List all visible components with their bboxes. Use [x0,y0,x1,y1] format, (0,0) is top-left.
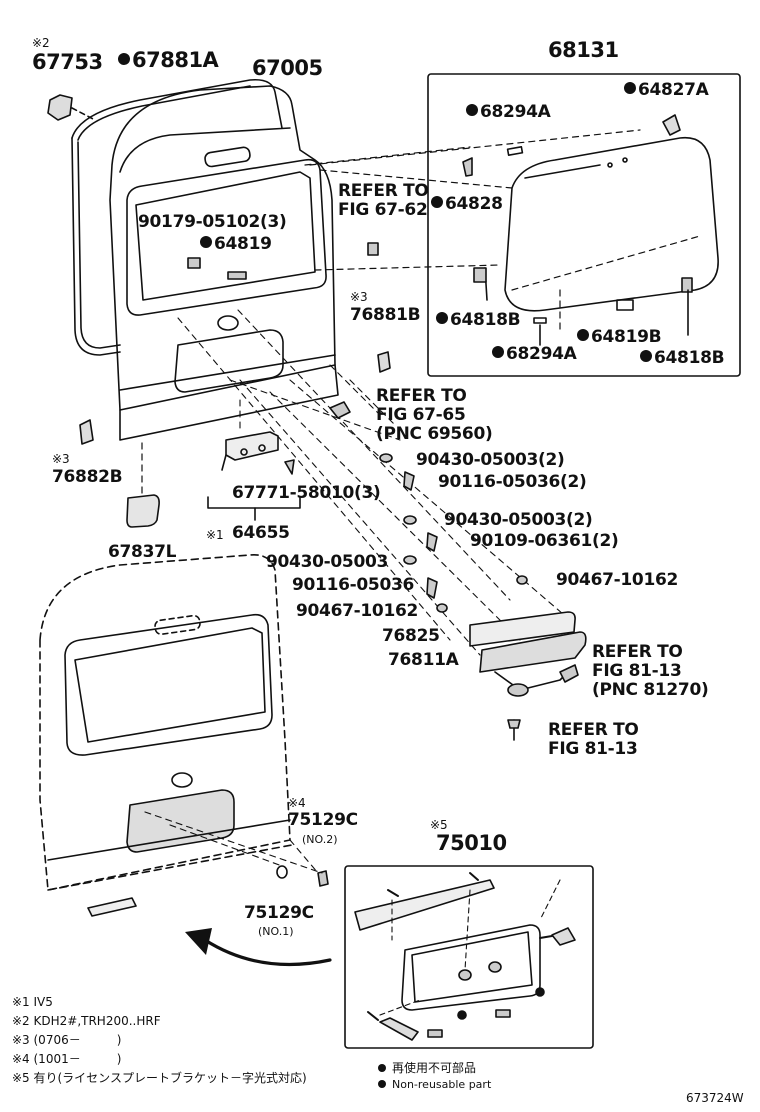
legend-item-jp-text: 再使用不可部品 [392,1061,477,1075]
non-reusable-dot-icon [624,82,636,94]
label-64819-text: 64819 [214,234,272,254]
label-67753: 67753 [32,50,103,74]
label-90116-05036-a: 90116-05036(2) [438,472,587,492]
back-door-glass [504,136,719,312]
non-reusable-dot-icon [466,104,478,116]
label-64828: 64828 [431,196,503,213]
part-67837L [126,494,160,528]
label-90179-05102: 90179-05102(3) [138,212,287,232]
label-76811A: 76811A [388,650,459,670]
label-refer-67-65-line1: REFER TO [376,386,467,406]
label-refer-67-65-line2: FIG 67-65 [376,405,466,425]
label-75129C-top: 75129C [288,810,358,830]
label-64819B-text: 64819B [591,327,662,347]
label-90467-10162-a: 90467-10162 [556,570,679,590]
label-90430-05003-c: 90430-05003 [266,552,389,572]
label-90116-05036-b: 90116-05036 [292,575,415,595]
emblem-67753 [47,94,73,121]
non-reusable-dot-icon [492,346,504,358]
non-reusable-dot-icon [118,53,130,65]
back-door-upper-outline [109,85,336,411]
label-refer-81-13-b-line2: FIG 81-13 [548,739,638,759]
label-75129C-top-sub: (NO.2) [302,833,338,846]
label-64828-text: 64828 [445,194,503,214]
label-refer-67-62-line1: REFER TO [338,181,429,201]
non-reusable-dot-icon [640,350,652,362]
label-68294A-bottom: 68294A [492,346,577,363]
garnish-76811A [479,631,587,673]
label-64818B-right-text: 64818B [654,348,725,368]
label-76825: 76825 [382,626,440,646]
label-refer-81-13-a-line1: REFER TO [592,642,683,662]
label-refer-81-13-b-line1: REFER TO [548,720,639,740]
back-door-lower-outline [39,553,291,891]
label-64819: 64819 [200,236,272,253]
label-90430-05003-b: 90430-05003(2) [444,510,593,530]
label-refer-67-65-line3: (PNC 69560) [376,424,493,444]
legend-item-en: Non-reusable part [378,1079,491,1090]
label-75129C-top-mark: ※4 [288,796,306,810]
bracket-64655 [225,431,279,461]
weatherstrip-outline [71,78,283,139]
non-reusable-dot-icon [431,196,443,208]
label-76881B-mark: ※3 [350,290,368,304]
label-64818B-right: 64818B [640,348,725,368]
label-67837L: 67837L [108,542,177,562]
label-75010-mark: ※5 [430,818,448,832]
label-64818B-left-text: 64818B [450,310,521,330]
non-reusable-dot-icon [436,312,448,324]
label-76882B: 76882B [52,467,123,487]
window-opening-upper [126,158,327,316]
plate-bracket-75010 [354,879,495,931]
label-75129C-bottom: 75129C [244,903,314,923]
non-reusable-dot-icon [378,1080,386,1088]
label-68131: 68131 [548,38,619,62]
label-68294A-top-text: 68294A [480,102,551,122]
label-refer-67-62-line2: FIG 67-62 [338,200,428,220]
note-4: ※4 (1001－ ) [12,1052,122,1066]
label-68294A-bottom-text: 68294A [506,344,577,364]
label-64827A: 64827A [624,82,709,99]
non-reusable-dot-icon [200,236,212,248]
label-76881B: 76881B [350,305,421,325]
label-67881A: 67881A [118,48,219,72]
label-refer-81-13-a-line2: FIG 81-13 [592,661,682,681]
label-64827A-text: 64827A [638,80,709,100]
note-3: ※3 (0706－ ) [12,1033,122,1047]
box-68131 [427,73,741,377]
license-recess-upper [174,329,284,393]
back-door-upper-inner [119,127,291,173]
non-reusable-dot-icon [577,329,589,341]
label-64819B: 64819B [577,327,662,347]
label-75129C-bottom-sub: (NO.1) [258,925,294,938]
note-1: ※1 IV5 [12,995,53,1009]
label-64655-mark: ※1 [206,528,224,542]
label-75010: 75010 [436,831,507,855]
legend-item-jp: 再使用不可部品 [378,1062,476,1074]
note-5: ※5 有り(ライセンスプレートブラケット－字光式対応) [12,1071,307,1085]
legend-item-en-text: Non-reusable part [392,1078,492,1091]
label-90467-10162-b: 90467-10162 [296,601,419,621]
label-90109-06361: 90109-06361(2) [470,531,619,551]
box-75010 [344,865,594,1049]
non-reusable-dot-icon [378,1063,386,1072]
note-2: ※2 KDH2#,TRH200..HRF [12,1014,161,1028]
garnish-76825 [469,611,576,647]
diagram-code: 673724W [686,1091,744,1105]
label-68294A-top: 68294A [466,104,551,121]
label-90430-05003-a: 90430-05003(2) [416,450,565,470]
license-recess-lower [126,789,235,853]
label-refer-81-13-a-line3: (PNC 81270) [592,680,709,700]
label-64655: 64655 [232,523,290,543]
label-67771-58010: 67771-58010(3) [232,483,381,503]
label-76882B-mark: ※3 [52,452,70,466]
label-67753-mark: ※2 [32,36,50,50]
curved-arrow [203,938,332,967]
label-64818B-left: 64818B [436,310,521,330]
label-67005: 67005 [252,56,323,80]
label-67881A-text: 67881A [132,48,219,72]
